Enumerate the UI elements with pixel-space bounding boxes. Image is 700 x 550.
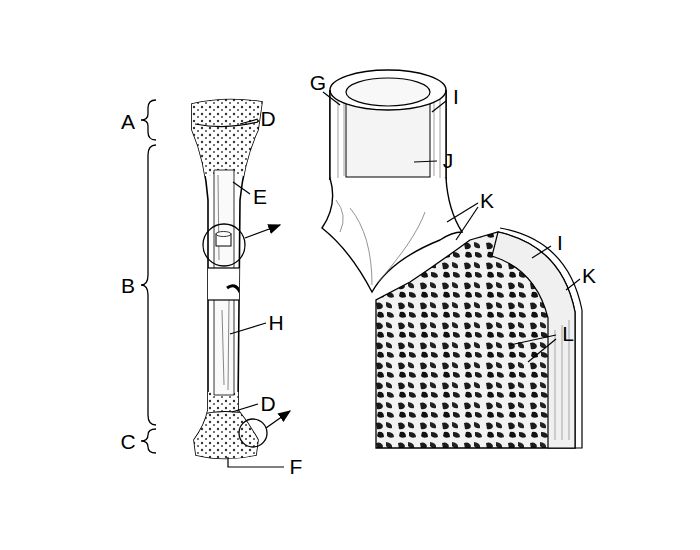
part-letter: D [260, 393, 275, 414]
part-letter: E [253, 186, 267, 207]
part-letter: I [557, 232, 563, 253]
part-letter: K [480, 190, 494, 211]
part-letter: J [443, 150, 454, 171]
part-letter: H [268, 312, 283, 333]
part-letter: K [582, 265, 596, 286]
part-letter: I [453, 86, 459, 107]
part-letter: B [121, 275, 135, 296]
part-letter: A [121, 111, 135, 132]
part-letter: D [260, 108, 275, 129]
part-letter: F [290, 456, 303, 477]
part-letter: C [120, 431, 135, 452]
part-letter: L [562, 323, 574, 344]
part-letter: G [310, 72, 326, 93]
